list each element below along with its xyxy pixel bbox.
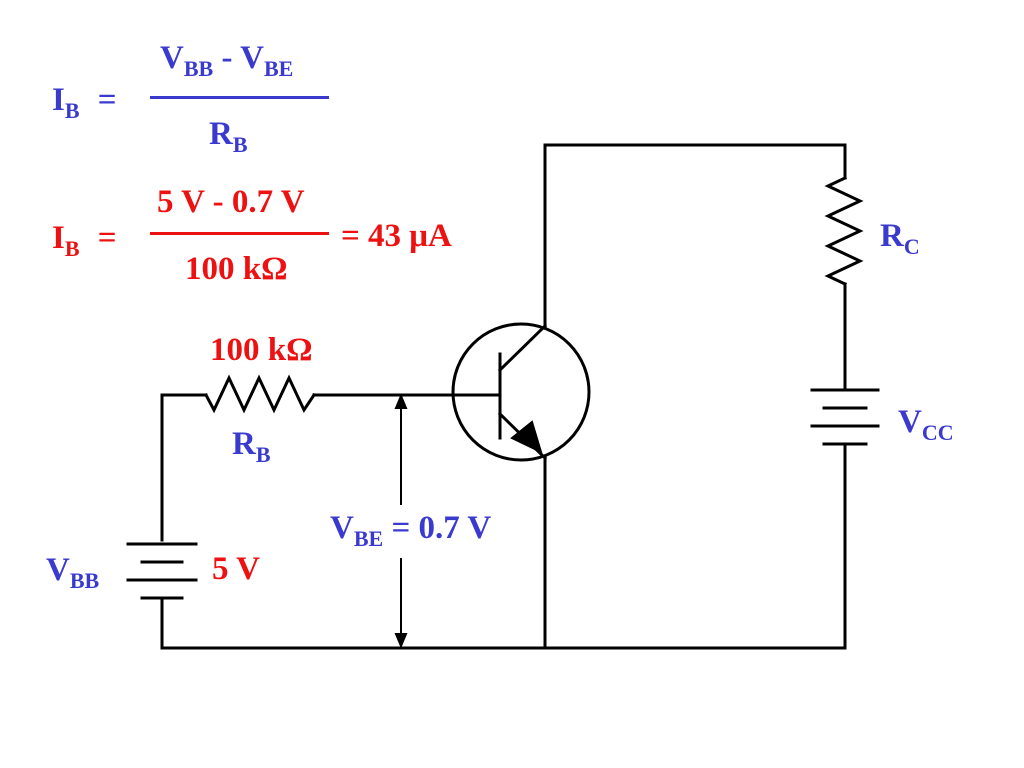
formula2-fraction-bar (150, 232, 329, 235)
wire-vbb-top (160, 393, 208, 542)
transistor-collector-lead (497, 323, 548, 373)
formula2-denominator: 100 kΩ (185, 251, 288, 287)
resistor-rc (824, 176, 864, 286)
vbb-value-label: 5 V (212, 551, 260, 587)
formula2-lhs: IB = (52, 220, 117, 261)
transistor-body (451, 322, 591, 462)
emitter-arrow (510, 420, 543, 454)
vbe-label: VBE = 0.7 V (330, 510, 492, 551)
formula2-result: = 43 μA (341, 218, 452, 254)
formula1-lhs: IB = (52, 82, 117, 123)
rb-value-label: 100 kΩ (210, 332, 313, 368)
rc-label: RC (880, 218, 920, 259)
resistor-rb (203, 374, 317, 414)
formula1-denominator: RB (209, 116, 248, 157)
wire-collector (543, 143, 847, 328)
vbe-arrow-down (394, 633, 408, 649)
vbe-arrow-up (394, 393, 408, 409)
formula1-fraction-bar (150, 96, 329, 99)
vbb-label: VBB (46, 552, 100, 593)
rb-label: RB (232, 426, 271, 467)
formula1-numerator: VBB - VBE (160, 40, 294, 81)
vcc-label: VCC (898, 404, 954, 445)
formula2-numerator: 5 V - 0.7 V (157, 184, 305, 220)
